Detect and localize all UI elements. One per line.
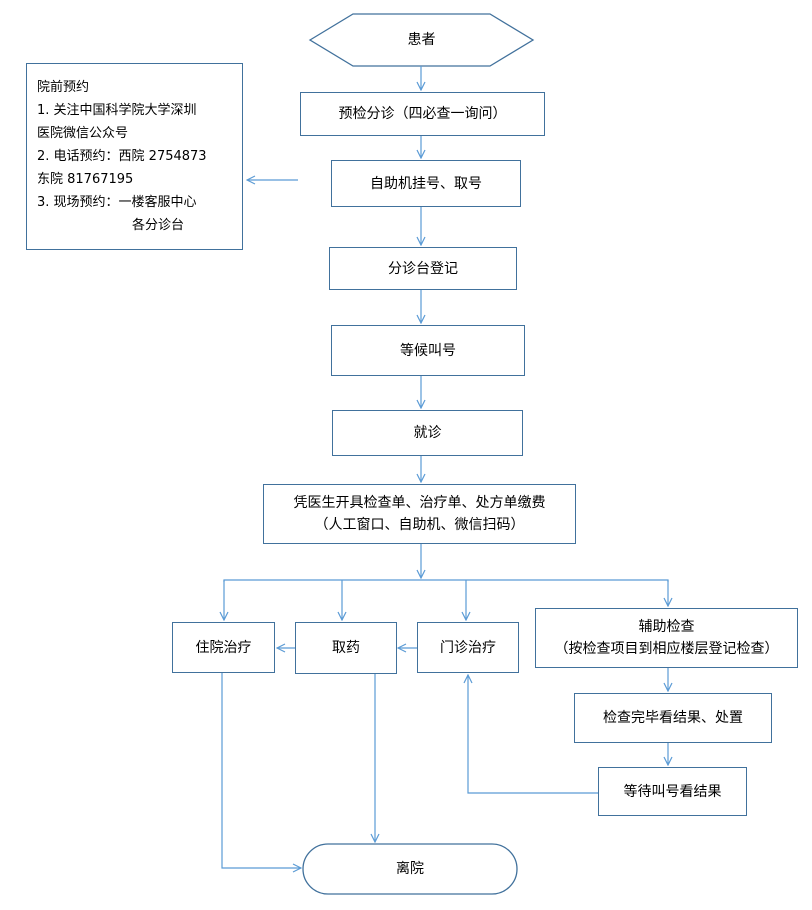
- appointment-line: 3. 现场预约：一楼客服中心: [37, 195, 197, 210]
- payment-label-line1: 凭医生开具检查单、治疗单、处方单缴费: [293, 495, 546, 511]
- consult-label: 就诊: [413, 425, 442, 441]
- appointment-line: 各分诊台: [132, 218, 185, 233]
- wait-call-node: 等候叫号: [331, 325, 525, 376]
- aux-check-node: 辅助检查 （按检查项目到相应楼层登记检查）: [535, 608, 798, 668]
- patient-label: 患者: [407, 32, 436, 48]
- wait-result-node: 等待叫号看结果: [598, 767, 747, 816]
- pharmacy-node: 取药: [295, 622, 397, 674]
- triage-register-node: 分诊台登记: [329, 247, 517, 290]
- branch-bar: [223, 579, 669, 582]
- precheck-node: 预检分诊（四必查一询问）: [300, 92, 545, 136]
- check-result-label: 检查完毕看结果、处置: [603, 710, 743, 726]
- appointment-line: 1. 关注中国科学院大学深圳: [37, 103, 197, 118]
- inpatient-node: 住院治疗: [172, 622, 275, 673]
- appointment-title: 院前预约: [37, 80, 90, 95]
- payment-node: 凭医生开具检查单、治疗单、处方单缴费 （人工窗口、自助机、微信扫码）: [263, 484, 576, 544]
- discharge-node: 离院: [303, 844, 517, 894]
- discharge-terminator: [302, 843, 518, 895]
- arrow-inpatient-discharge: [221, 673, 301, 868]
- consult-node: 就诊: [332, 410, 523, 456]
- pharmacy-label: 取药: [332, 640, 360, 656]
- inpatient-label: 住院治疗: [195, 639, 252, 656]
- arrow-waitresult-outpatient: [468, 675, 598, 794]
- aux-check-label-line2: （按检查项目到相应楼层登记检查）: [554, 641, 779, 657]
- self-register-label: 自助机挂号、取号: [370, 175, 482, 192]
- triage-register-label: 分诊台登记: [388, 260, 458, 277]
- patient-hexagon: [308, 13, 535, 67]
- self-register-node: 自助机挂号、取号: [331, 160, 521, 207]
- outpatient-label: 门诊治疗: [440, 639, 496, 656]
- wait-result-label: 等待叫号看结果: [623, 783, 722, 800]
- appointment-line: 2. 电话预约：西院 2754873: [37, 149, 207, 164]
- aux-check-label-line1: 辅助检查: [638, 619, 695, 635]
- outpatient-node: 门诊治疗: [417, 622, 519, 673]
- patient-node: 患者: [353, 14, 490, 66]
- appointment-line: 东院 81767195: [37, 172, 134, 187]
- check-result-node: 检查完毕看结果、处置: [574, 693, 772, 743]
- wait-call-label: 等候叫号: [400, 342, 456, 359]
- appointment-note: 院前预约 1. 关注中国科学院大学深圳 医院微信公众号 2. 电话预约：西院 2…: [26, 63, 243, 250]
- payment-label-line2: （人工窗口、自助机、微信扫码）: [314, 517, 525, 533]
- precheck-label: 预检分诊（四必查一询问）: [338, 106, 507, 122]
- discharge-label: 离院: [396, 861, 424, 877]
- appointment-line: 医院微信公众号: [37, 126, 129, 141]
